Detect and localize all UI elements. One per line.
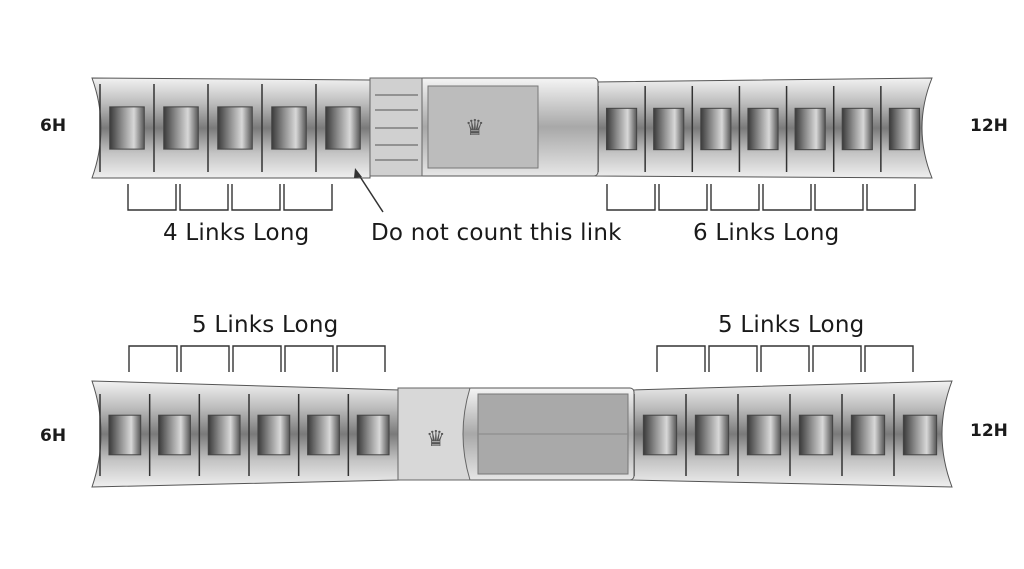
bottom-left-center-link: [108, 414, 142, 456]
top-left-link-brackets: [127, 184, 333, 211]
bottom-right-link-brackets: [656, 345, 914, 372]
bottom-right-center-link: [642, 414, 678, 456]
top-clasp: ♛: [369, 77, 599, 177]
bottom-left-center-link: [207, 414, 241, 456]
bottom-left-count-label: 5 Links Long: [192, 312, 339, 338]
top-left-center-link: [163, 106, 199, 150]
bottom-right-bracket: [708, 345, 758, 372]
bottom-left-bracket: [180, 345, 230, 372]
top-left-bracket: [179, 184, 229, 211]
bottom-right-bracket: [812, 345, 862, 372]
callout-label: Do not count this link: [371, 220, 622, 246]
top-right-bracket: [606, 184, 656, 211]
bottom-clasp: ♛: [397, 387, 635, 481]
bottom-bracelet: ♛: [91, 380, 953, 488]
top-right-bracket: [814, 184, 864, 211]
top-left-count-label: 4 Links Long: [163, 220, 310, 246]
top-right-count-label: 6 Links Long: [693, 220, 840, 246]
top-left-center-link: [217, 106, 253, 150]
bottom-right-center-link: [694, 414, 730, 456]
top-left-center-link: [271, 106, 307, 150]
bottom-right-center-link: [902, 414, 938, 456]
top-right-center-link: [747, 107, 779, 151]
bottom-right-bracket: [864, 345, 914, 372]
bottom-left-center-link: [307, 414, 340, 456]
top-right-bracket: [762, 184, 812, 211]
bottom-right-center-link: [850, 414, 886, 456]
top-left-center-link: [325, 106, 361, 150]
top-right-center-link: [841, 107, 873, 151]
bottom-left-center-link: [356, 414, 390, 456]
bottom-right-end-label: 12H: [970, 421, 1008, 441]
top-left-center-link: [109, 106, 145, 150]
top-right-bracket: [866, 184, 916, 211]
top-bracelet: ♛: [91, 77, 933, 179]
top-left-bracket: [283, 184, 333, 211]
top-left-bracket: [127, 184, 177, 211]
bottom-right-count-label: 5 Links Long: [718, 312, 865, 338]
top-right-center-link: [794, 107, 826, 151]
bottom-left-bracket: [336, 345, 386, 372]
bottom-left-center-link: [257, 414, 291, 456]
bottom-right-center-link: [798, 414, 834, 456]
callout-arrow: [354, 168, 384, 213]
top-left-bracket: [231, 184, 281, 211]
bottom-left-bracket: [128, 345, 178, 372]
top-right-center-link: [888, 107, 921, 151]
top-right-center-link: [605, 107, 638, 151]
top-right-center-link: [700, 107, 732, 151]
top-right-link-brackets: [606, 184, 916, 211]
top-right-bracket: [658, 184, 708, 211]
top-left-end-label: 6H: [40, 116, 67, 136]
bottom-left-link-brackets: [128, 345, 386, 372]
crown-logo-icon-bottom: ♛: [426, 427, 446, 452]
bottom-left-bracket: [232, 345, 282, 372]
top-right-center-link: [653, 107, 685, 151]
crown-logo-icon: ♛: [465, 116, 485, 141]
top-right-end-label: 12H: [970, 116, 1008, 136]
bottom-right-bracket: [760, 345, 810, 372]
bottom-right-bracket: [656, 345, 706, 372]
bottom-right-center-link: [746, 414, 782, 456]
top-right-bracket: [710, 184, 760, 211]
bottom-left-center-link: [158, 414, 191, 456]
bottom-left-end-label: 6H: [40, 426, 67, 446]
bottom-left-bracket: [284, 345, 334, 372]
